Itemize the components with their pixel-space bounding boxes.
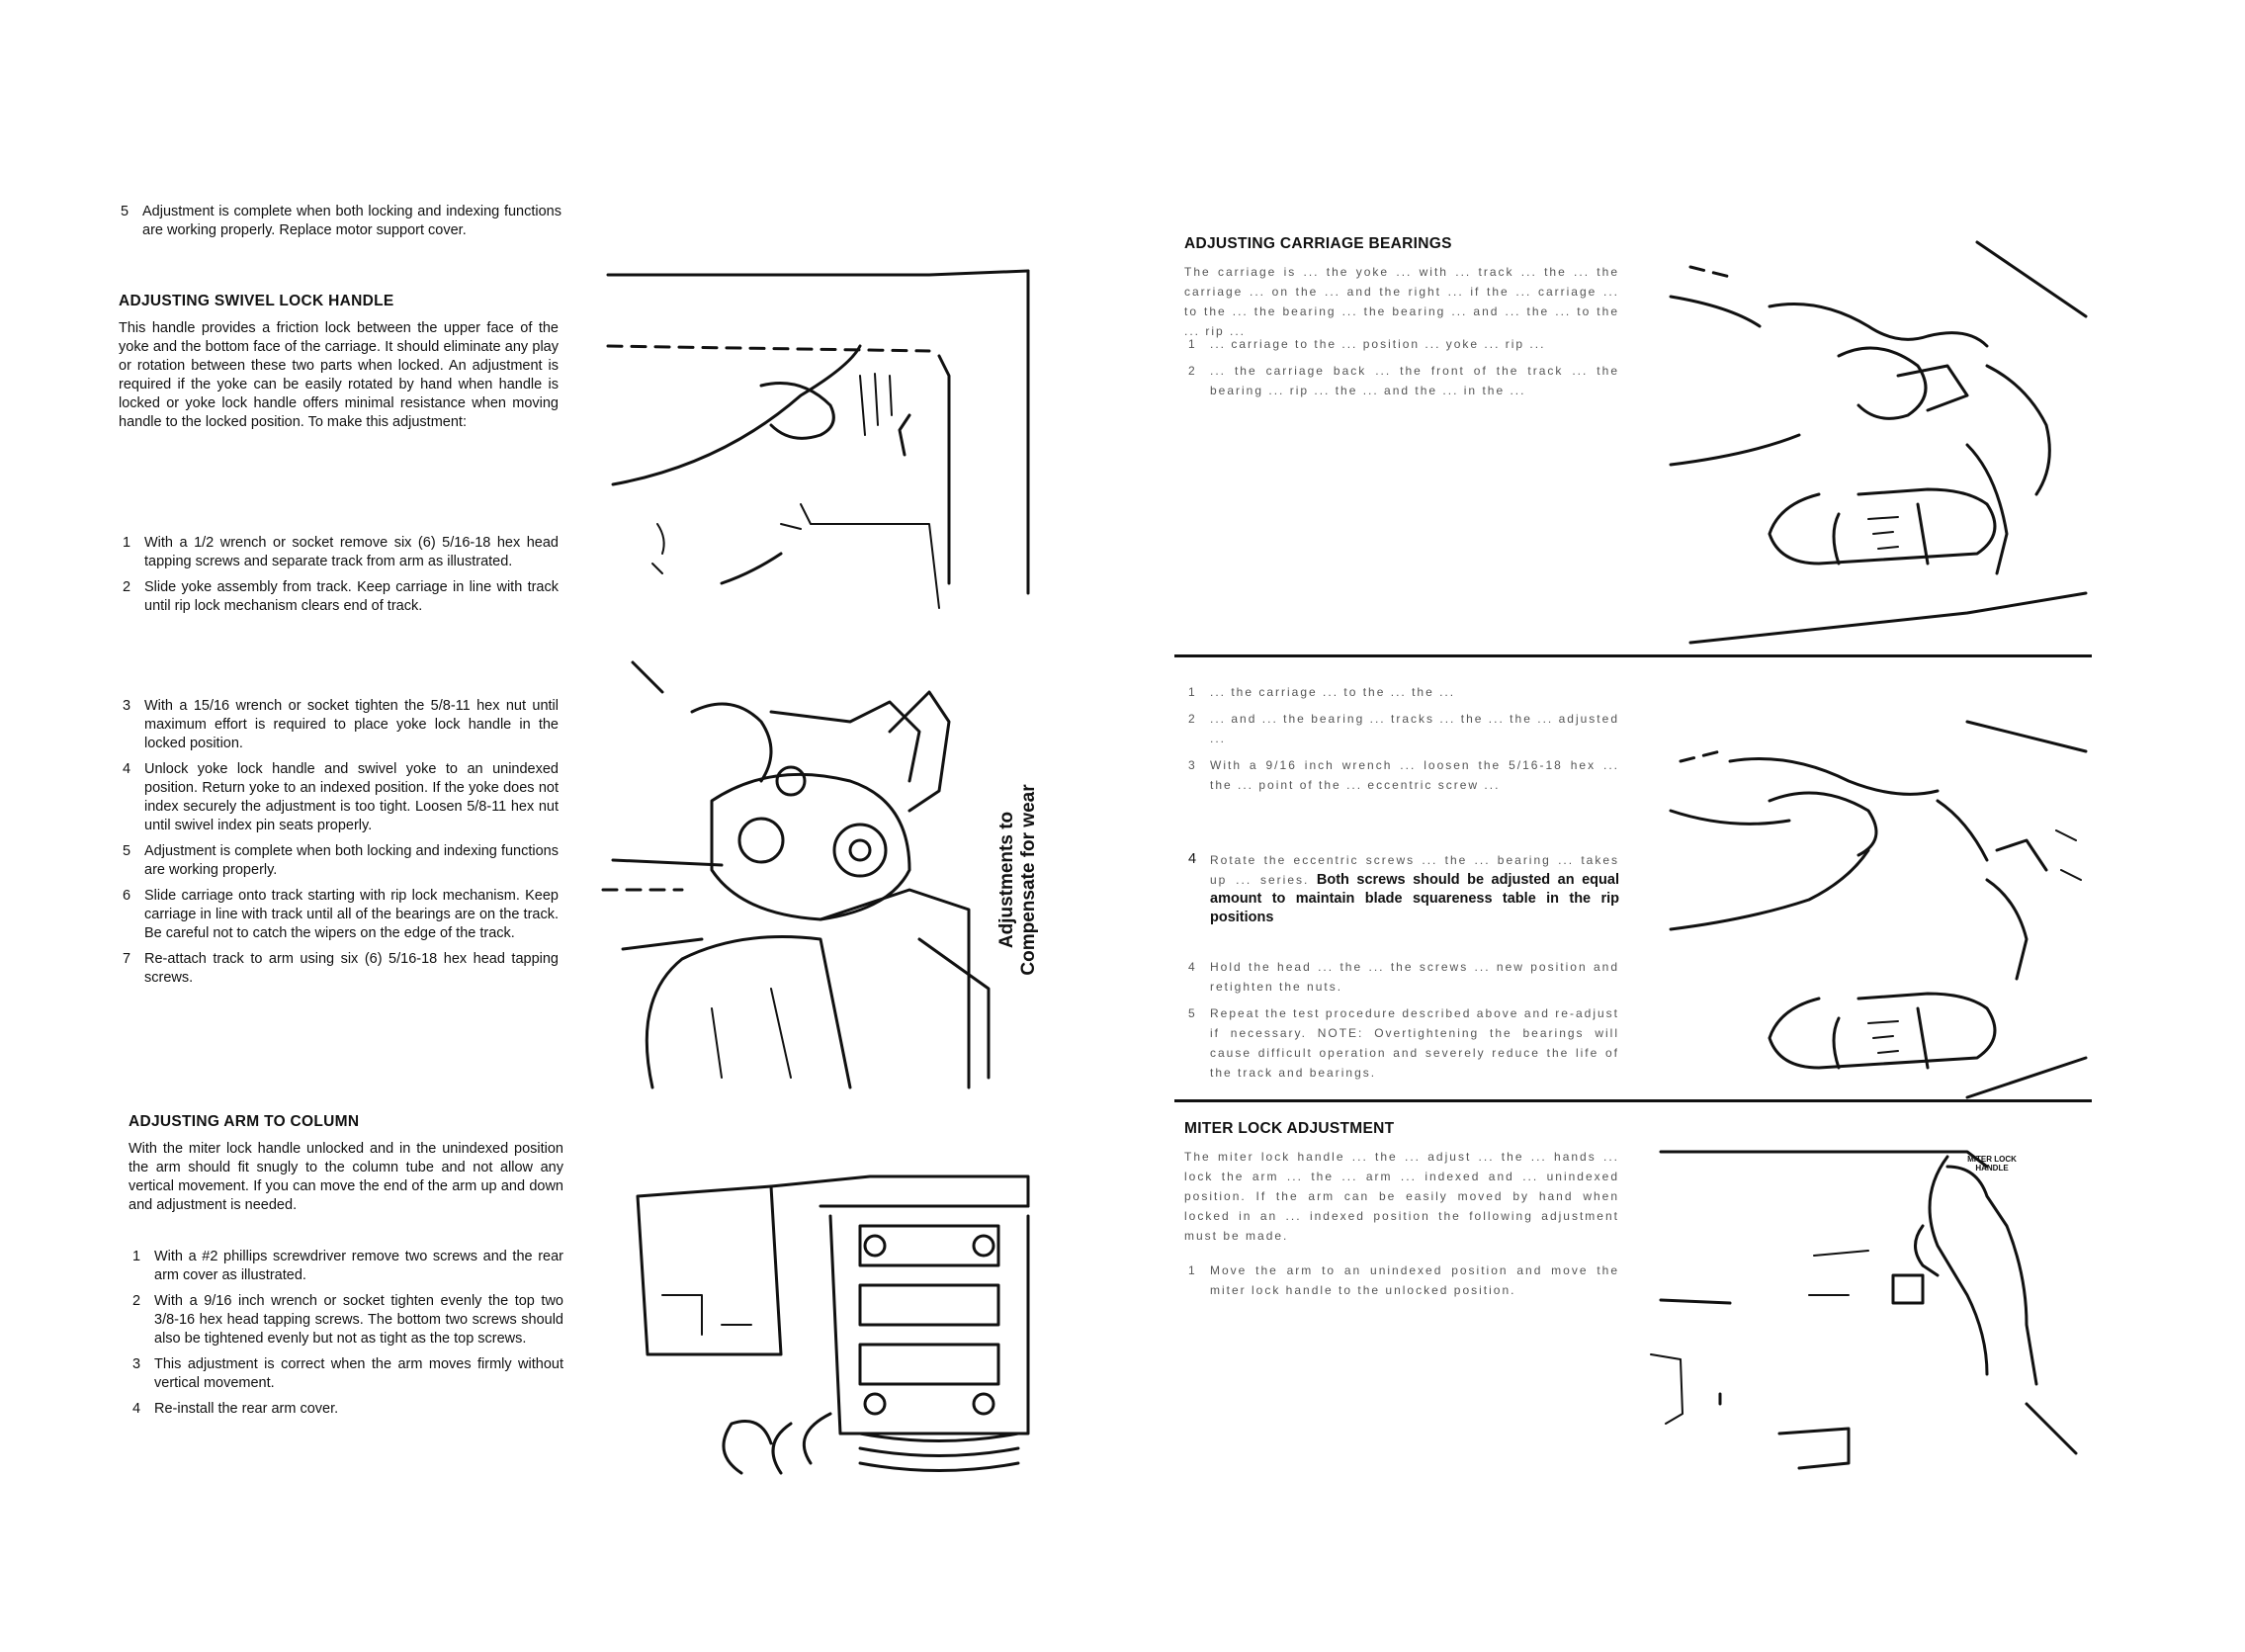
step-number: 1 <box>132 1249 141 1264</box>
list-item: 1 Move the arm to an unindexed position a… <box>1184 1261 1619 1300</box>
step-number: 1 <box>1188 685 1197 699</box>
step-number: 4 <box>1188 851 1197 867</box>
carriage-steps-bottom: 1 ... the carriage ... to the ... the ...… <box>1184 682 1619 802</box>
carriage-paragraph: The carriage is ... the yoke ... with ..… <box>1184 265 1619 338</box>
carriage-heading: ADJUSTING CARRIAGE BEARINGS <box>1184 235 1452 252</box>
step-text: Hold the head ... the ... the screws ...… <box>1210 960 1619 994</box>
step-number: 1 <box>1188 337 1197 351</box>
step-text: With a 9/16 inch wrench ... loosen the 5… <box>1210 758 1619 792</box>
list-item: 6 Slide carriage onto track starting with… <box>119 887 559 943</box>
miter-body: The miter lock handle ... the ... adjust… <box>1184 1147 1619 1246</box>
arm-steps: 1 With a #2 phillips screwdriver remove t… <box>129 1248 563 1426</box>
step-number: 1 <box>123 535 131 551</box>
step-text: Slide yoke assembly from track. Keep car… <box>144 579 559 614</box>
swivel-heading: ADJUSTING SWIVEL LOCK HANDLE <box>119 293 394 309</box>
step-text: ... the carriage ... to the ... the ... <box>1210 685 1456 699</box>
step-text: ... the carriage back ... the front of t… <box>1210 364 1619 397</box>
step-text: Re-attach track to arm using six (6) 5/1… <box>144 951 559 986</box>
list-item: 2 ... and ... the bearing ... tracks ... … <box>1184 709 1619 748</box>
miter-heading: MITER LOCK ADJUSTMENT <box>1184 1120 1395 1137</box>
list-item: 4 Rotate the eccentric screws ... the ..… <box>1184 850 1619 927</box>
step-number: 6 <box>123 888 131 904</box>
list-item: 5 Adjustment is complete when both lockin… <box>119 842 559 880</box>
miter-lock-handle-illustration <box>1650 1150 2078 1470</box>
list-item: 5 Adjustment is complete when both lockin… <box>117 203 561 240</box>
arm-body: With the miter lock handle unlocked and … <box>129 1140 563 1215</box>
list-item: 3 This adjustment is correct when the arm… <box>129 1355 563 1393</box>
swivel-body: This handle provides a friction lock bet… <box>119 319 559 432</box>
carriage-body: The carriage is ... the yoke ... with ..… <box>1184 262 1619 341</box>
arm-heading: ADJUSTING ARM TO COLUMN <box>129 1113 360 1130</box>
step-text: Rotate the eccentric screws ... the ... … <box>1210 853 1619 887</box>
list-item: 3 With a 9/16 inch wrench ... loosen the … <box>1184 755 1619 795</box>
step-number: 2 <box>1188 364 1197 378</box>
step-text: Unlock yoke lock handle and swivel yoke … <box>144 761 559 833</box>
step-text: With a 1/2 wrench or socket remove six (… <box>144 535 559 569</box>
carriage-bearings-illustration-bottom <box>1669 720 2088 1099</box>
step-text: ... and ... the bearing ... tracks ... t… <box>1210 712 1619 745</box>
section-divider <box>1174 654 2092 657</box>
step-number: 2 <box>132 1293 141 1309</box>
step-text: Repeat the test procedure described abov… <box>1210 1006 1619 1080</box>
list-item: 2 With a 9/16 inch wrench or socket tight… <box>129 1292 563 1348</box>
step-text: Slide carriage onto track starting with … <box>144 888 559 941</box>
miter-paragraph: The miter lock handle ... the ... adjust… <box>1184 1150 1619 1243</box>
step-number: 5 <box>123 843 131 859</box>
miter-lock-handle-callout: MITER LOCK HANDLE <box>1967 1155 2017 1173</box>
step-number: 7 <box>123 951 131 967</box>
step-emphasis: Both screws should be adjusted an equal … <box>1210 872 1619 925</box>
yoke-assembly-illustration <box>601 660 991 1089</box>
step-number: 3 <box>123 698 131 714</box>
step-number: 5 <box>121 204 130 219</box>
step-number: 4 <box>123 761 131 777</box>
intro-step: 5 Adjustment is complete when both lockin… <box>117 203 561 247</box>
list-item: 7 Re-attach track to arm using six (6) 5/… <box>119 950 559 988</box>
step-text: With a #2 phillips screwdriver remove tw… <box>154 1249 563 1283</box>
step-text: Adjustment is complete when both locking… <box>142 204 561 238</box>
step-number: 3 <box>132 1356 141 1372</box>
swivel-paragraph: This handle provides a friction lock bet… <box>119 320 559 430</box>
step-text: Adjustment is complete when both locking… <box>144 843 559 878</box>
step-text: ... carriage to the ... position ... yok… <box>1210 337 1546 351</box>
track-separation-illustration <box>606 269 1030 609</box>
carriage-steps-top: 1 ... carriage to the ... position ... yo… <box>1184 334 1619 407</box>
list-item: 4 Unlock yoke lock handle and swivel yoke… <box>119 760 559 835</box>
step-text: With a 15/16 wrench or socket tighten th… <box>144 698 559 751</box>
step-text: Move the arm to an unindexed position an… <box>1210 1263 1619 1297</box>
section-divider <box>1174 1099 2092 1102</box>
rear-arm-cover-illustration <box>636 1174 1030 1475</box>
list-item: 3 With a 15/16 wrench or socket tighten t… <box>119 697 559 753</box>
step-number: 4 <box>132 1401 141 1417</box>
side-tab-line2: Compensate for wear <box>1018 784 1039 976</box>
list-item: 1 With a #2 phillips screwdriver remove t… <box>129 1248 563 1285</box>
swivel-steps-a: 1 With a 1/2 wrench or socket remove six … <box>119 534 559 623</box>
step-number: 4 <box>1188 960 1197 974</box>
arm-paragraph: With the miter lock handle unlocked and … <box>129 1141 563 1213</box>
list-item: 4 Hold the head ... the ... the screws ..… <box>1184 957 1619 997</box>
step-number: 2 <box>1188 712 1197 726</box>
miter-steps: 1 Move the arm to an unindexed position a… <box>1184 1261 1619 1307</box>
side-tab-label: Adjustments to Compensate for wear <box>996 784 1040 975</box>
carriage-bearings-illustration-top <box>1669 240 2088 645</box>
list-item: 2 Slide yoke assembly from track. Keep ca… <box>119 578 559 616</box>
swivel-steps-b: 3 With a 15/16 wrench or socket tighten t… <box>119 697 559 995</box>
step-text: Re-install the rear arm cover. <box>154 1401 339 1417</box>
step-number: 2 <box>123 579 131 595</box>
list-item: 4 Re-install the rear arm cover. <box>129 1400 563 1419</box>
list-item: 1 With a 1/2 wrench or socket remove six … <box>119 534 559 571</box>
carriage-step-emphasis: 4 Rotate the eccentric screws ... the ..… <box>1184 850 1619 934</box>
list-item: 5 Repeat the test procedure described abo… <box>1184 1003 1619 1083</box>
side-tab-line1: Adjustments to <box>996 811 1017 949</box>
step-text: With a 9/16 inch wrench or socket tighte… <box>154 1293 563 1347</box>
list-item: 2 ... the carriage back ... the front of … <box>1184 361 1619 400</box>
carriage-steps-tail: 4 Hold the head ... the ... the screws ..… <box>1184 957 1619 1089</box>
list-item: 1 ... carriage to the ... position ... yo… <box>1184 334 1619 354</box>
step-number: 1 <box>1188 1263 1197 1277</box>
step-number: 5 <box>1188 1006 1197 1020</box>
step-number: 3 <box>1188 758 1197 772</box>
list-item: 1 ... the carriage ... to the ... the ... <box>1184 682 1619 702</box>
step-text: This adjustment is correct when the arm … <box>154 1356 563 1391</box>
